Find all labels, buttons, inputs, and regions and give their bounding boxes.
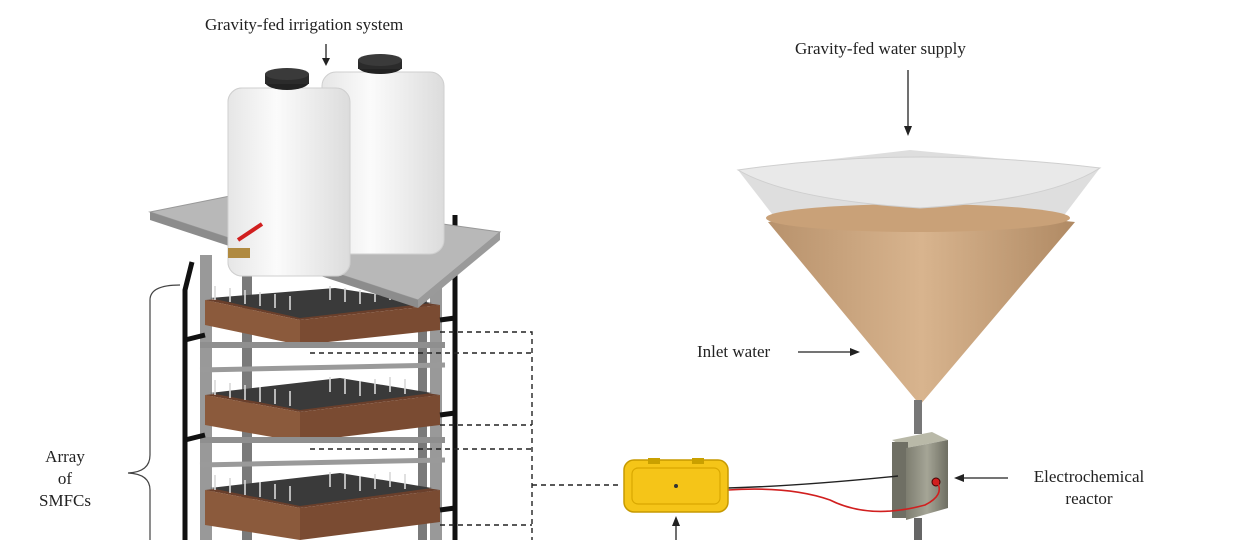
shelf-3 <box>199 457 446 540</box>
smfc-array-brace <box>127 284 181 540</box>
water-tanks <box>227 54 445 277</box>
red-wire <box>727 481 941 513</box>
smfc-array-label: Array of SMFCs <box>30 446 100 512</box>
smfc-array-label-line1: Array <box>45 447 85 466</box>
electrode-pins <box>214 286 406 501</box>
water-supply-label: Gravity-fed water supply <box>795 39 966 58</box>
arrow-inlet-water <box>798 348 860 356</box>
inlet-water-label: Inlet water <box>697 342 771 361</box>
signal-lines <box>310 331 618 540</box>
black-wire <box>727 475 899 489</box>
arrow-reactor <box>954 474 1008 482</box>
arrow-logger <box>672 516 680 540</box>
smfc-array-label-line3: SMFCs <box>39 491 91 511</box>
tank-valve <box>228 248 250 258</box>
water-supply-cone <box>736 150 1102 434</box>
valve-handle <box>236 222 264 242</box>
water-level <box>768 205 1075 405</box>
reactor-label: Electrochemical reactor <box>1016 466 1162 510</box>
electrochemical-reactor <box>892 432 948 540</box>
arrow-irrigation <box>322 44 330 66</box>
reactor-label-line1: Electrochemical <box>1033 467 1145 486</box>
irrigation-system-label: Gravity-fed irrigation system <box>205 15 404 34</box>
data-logger <box>623 458 729 513</box>
shelf-1 <box>200 288 445 348</box>
reactor-label-line2: reactor <box>1065 489 1113 509</box>
smfc-array-label-line2: of <box>57 469 73 489</box>
cone-outlet-pipe <box>914 400 922 434</box>
shelf-2 <box>199 362 446 443</box>
arrow-water-supply <box>904 70 912 136</box>
